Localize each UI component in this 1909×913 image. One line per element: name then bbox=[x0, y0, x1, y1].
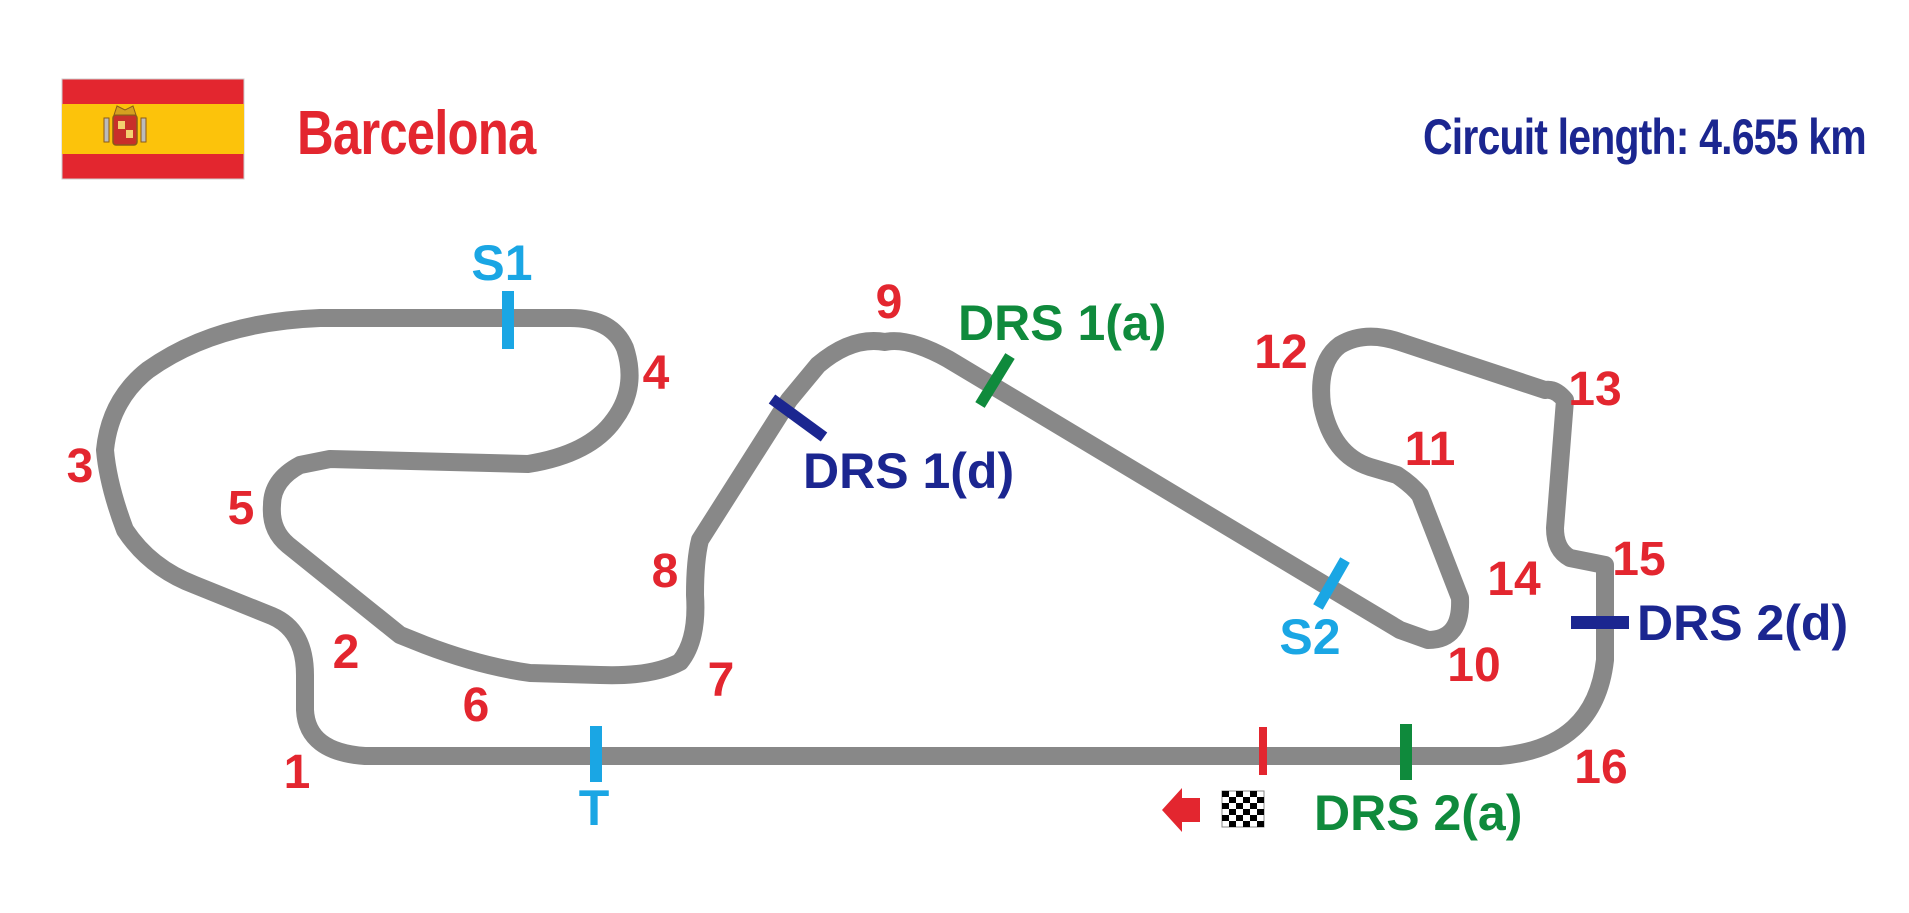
drs-2-detection-marker bbox=[1571, 616, 1629, 629]
circuit-name: Barcelona bbox=[297, 99, 536, 168]
sector-1-label: S1 bbox=[471, 235, 532, 291]
drs-2-detection-label: DRS 2(d) bbox=[1637, 595, 1848, 651]
corner-1-label: 1 bbox=[284, 746, 311, 799]
corner-13-label: 13 bbox=[1568, 363, 1621, 416]
corner-16-label: 16 bbox=[1574, 741, 1627, 794]
speed-trap-label: T bbox=[579, 780, 610, 836]
direction-arrow-icon bbox=[1162, 788, 1200, 832]
corner-15-label: 15 bbox=[1612, 533, 1665, 586]
drs-1-detection-label: DRS 1(d) bbox=[803, 443, 1014, 499]
corner-10-label: 10 bbox=[1447, 639, 1500, 692]
speed-trap-marker bbox=[590, 726, 602, 782]
corner-12-label: 12 bbox=[1254, 326, 1307, 379]
finish-line-marker bbox=[1259, 727, 1267, 775]
race-track bbox=[96, 309, 1614, 765]
corner-3-label: 3 bbox=[67, 440, 94, 493]
drs-1-detection-marker bbox=[768, 394, 828, 442]
corner-5-label: 5 bbox=[228, 482, 255, 535]
sector-2-label: S2 bbox=[1279, 609, 1340, 665]
drs-1-activation-marker bbox=[975, 353, 1015, 408]
corner-4-label: 4 bbox=[643, 347, 670, 400]
checkered-flag-icon bbox=[1221, 790, 1265, 828]
corner-14-label: 14 bbox=[1487, 553, 1541, 606]
coat-of-arms-icon bbox=[103, 105, 147, 146]
corner-9-label: 9 bbox=[876, 276, 903, 329]
drs-1-activation-label: DRS 1(a) bbox=[958, 295, 1166, 351]
circuit-length: Circuit length: 4.655 km bbox=[1423, 109, 1867, 165]
drs-2-activation-marker bbox=[1400, 724, 1412, 780]
sector-2-marker bbox=[1313, 557, 1350, 610]
corner-11-label: 11 bbox=[1405, 423, 1456, 476]
sector-1-marker bbox=[502, 291, 514, 349]
corner-2-label: 2 bbox=[333, 626, 360, 679]
corner-7-label: 7 bbox=[708, 654, 735, 707]
corner-8-label: 8 bbox=[652, 545, 679, 598]
corner-6-label: 6 bbox=[463, 679, 490, 732]
drs-2-activation-label: DRS 2(a) bbox=[1314, 785, 1522, 841]
spain-flag-icon bbox=[61, 78, 245, 180]
